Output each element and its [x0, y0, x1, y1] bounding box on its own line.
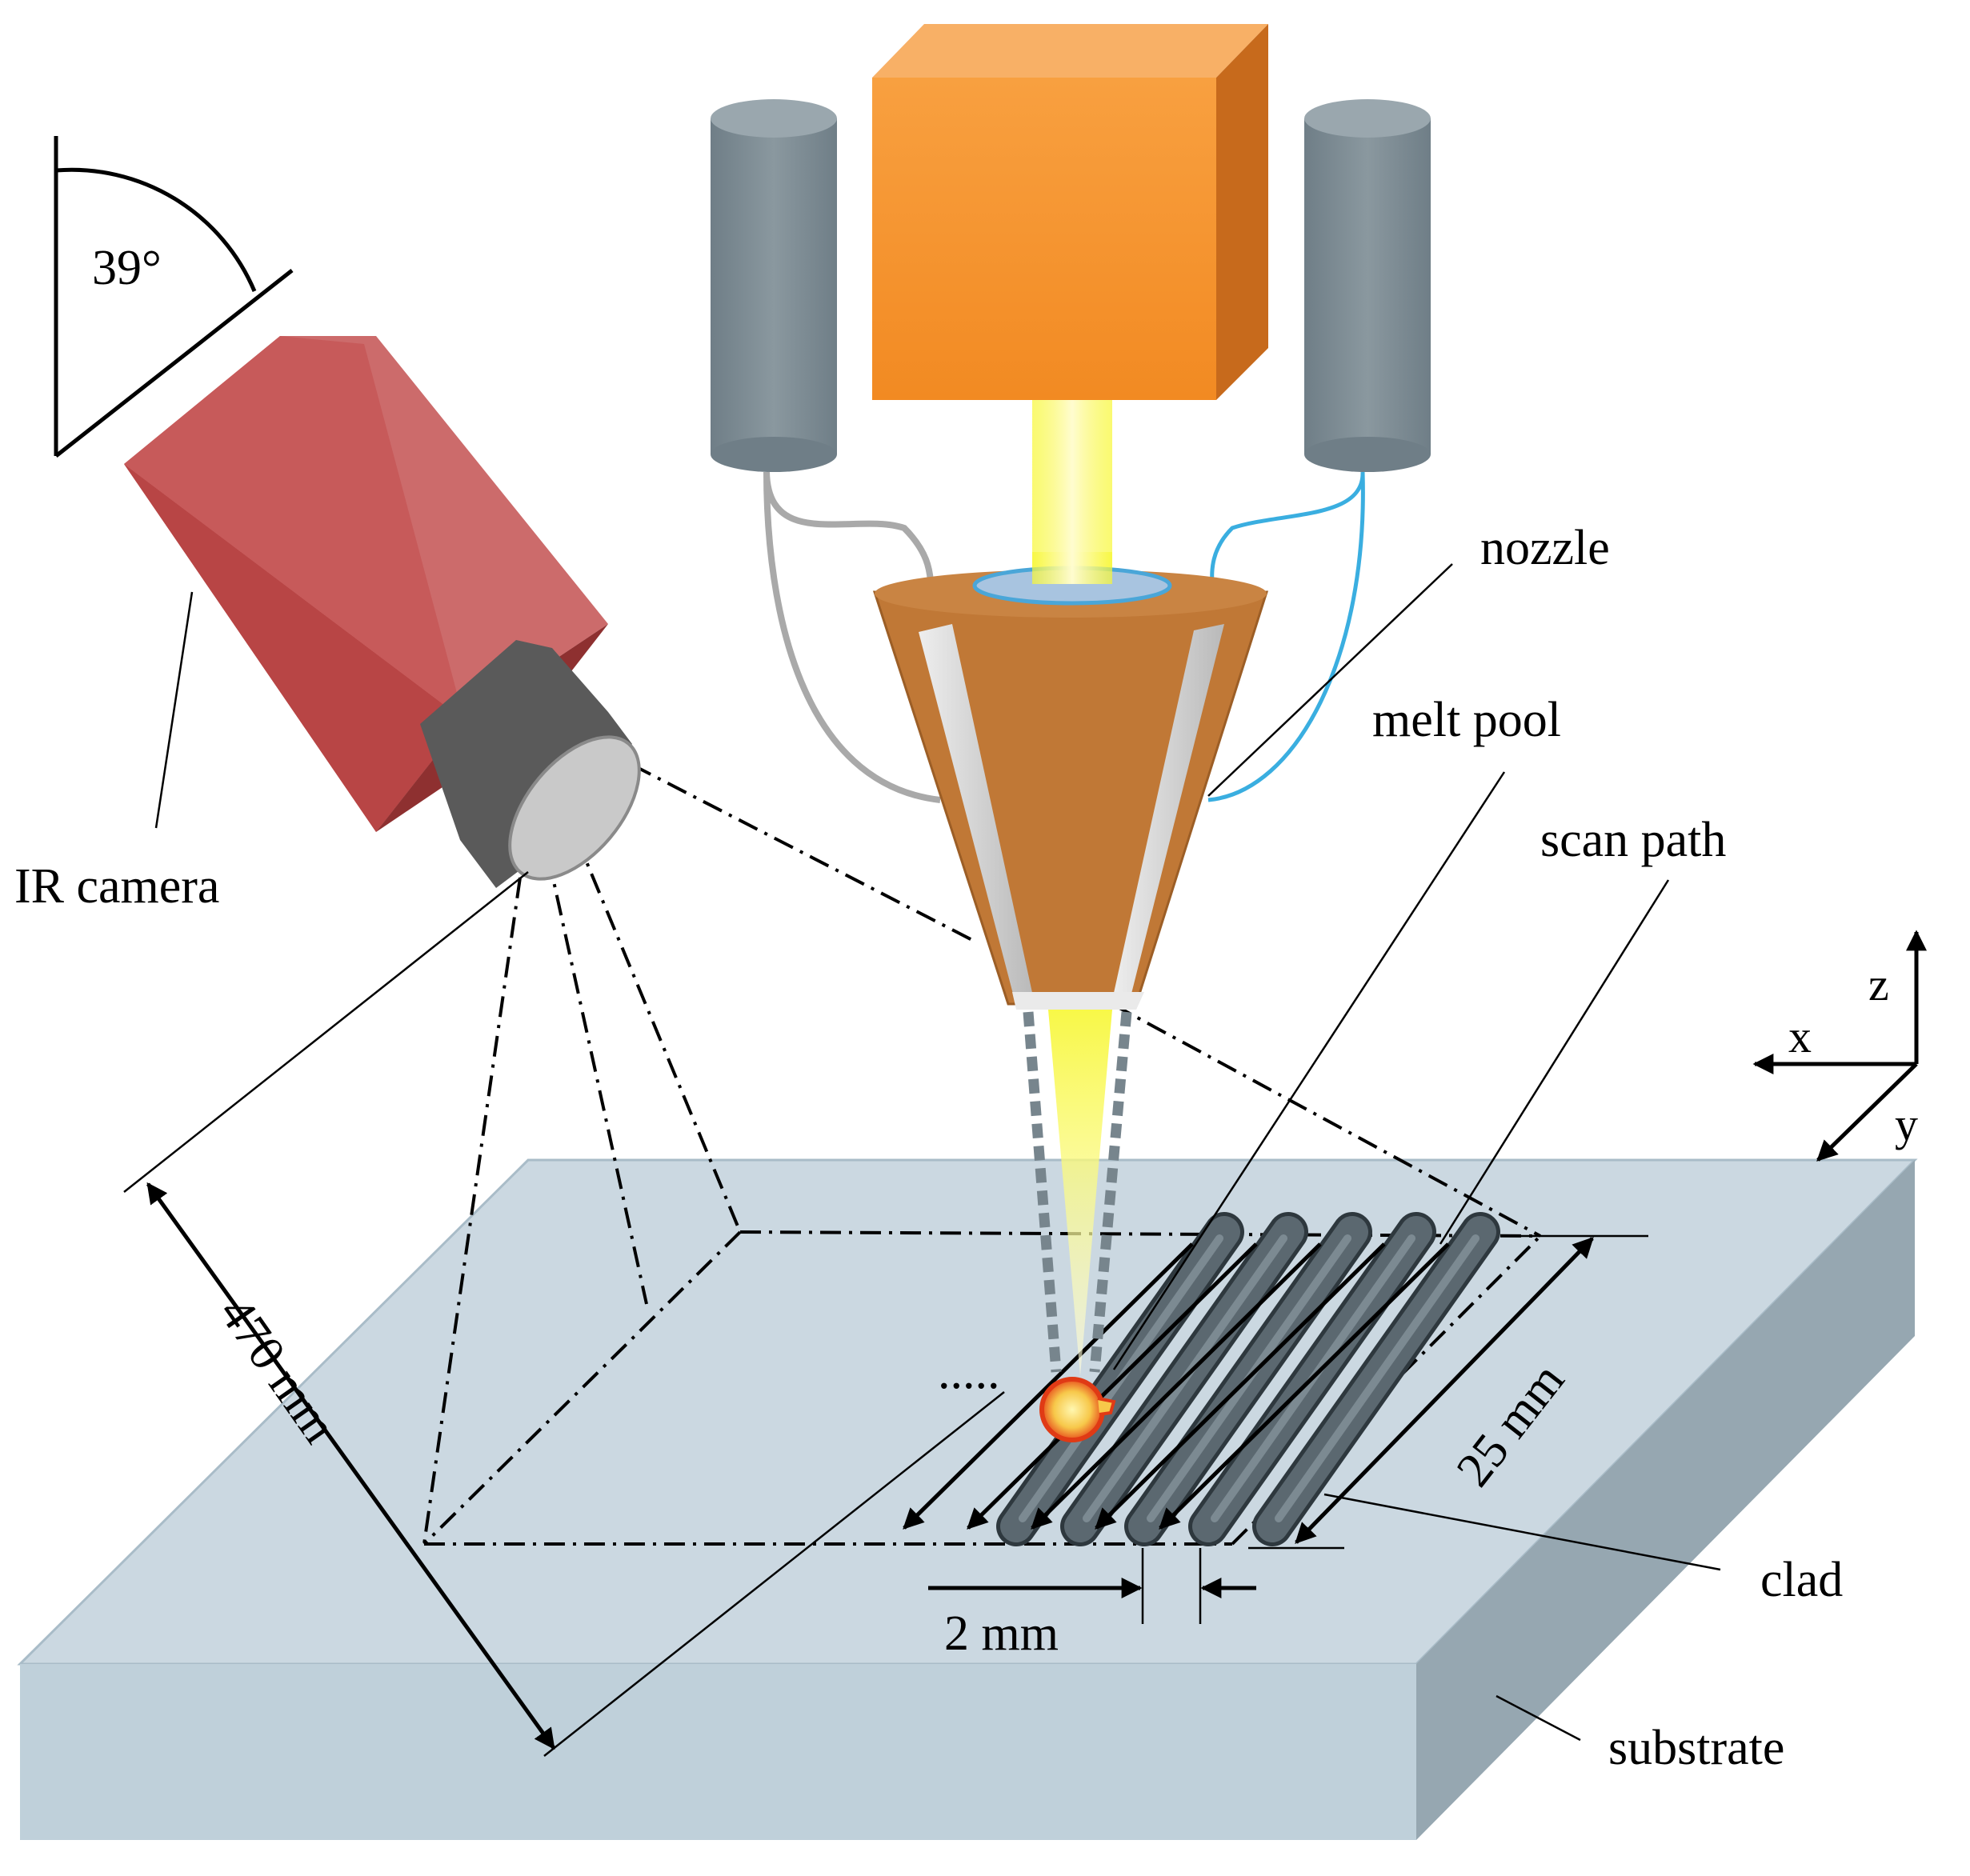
coordinate-axes	[1752, 930, 1927, 1162]
axis-y-label: y	[1895, 1098, 1918, 1150]
scan-path-label: scan path	[1540, 813, 1726, 867]
melt-pool-label: melt pool	[1372, 693, 1561, 747]
substrate-front-face	[20, 1664, 1416, 1840]
laser-box-side	[1216, 24, 1268, 400]
angle-label: 39°	[92, 241, 162, 295]
more-tracks-ellipsis: .....	[938, 1345, 1000, 1399]
laser-box-top	[872, 24, 1268, 78]
camera-angle-indicator	[54, 136, 294, 458]
powder-feeder-left	[711, 99, 837, 472]
scan-path-arrow	[903, 1242, 1194, 1530]
powder-streams	[1023, 1011, 1132, 1373]
laser-source	[872, 24, 1268, 400]
leader-lines	[154, 563, 1721, 1742]
dimension-spacing-label: 2 mm	[944, 1606, 1059, 1661]
dimension-470mm	[123, 871, 1005, 1757]
feed-hose-left	[763, 471, 941, 803]
nozzle-label: nozzle	[1480, 521, 1610, 575]
dimension-2mm	[928, 1548, 1256, 1624]
ir-camera	[124, 336, 641, 888]
substrate-label: substrate	[1608, 1721, 1784, 1775]
camera-lens-barrel	[420, 640, 632, 888]
scan-path-arrow	[1031, 1242, 1322, 1530]
substrate-side-face	[1416, 1160, 1915, 1840]
feed-hose-right	[1207, 471, 1365, 802]
nozzle	[872, 552, 1269, 1010]
axis-x-label: x	[1788, 1010, 1812, 1062]
melt-pool	[1039, 1377, 1116, 1442]
clad-label: clad	[1760, 1553, 1843, 1607]
powder-feeder-right	[1304, 99, 1431, 472]
laser-box-front	[872, 78, 1216, 400]
ir-camera-label: IR camera	[14, 859, 219, 914]
scan-path-arrow	[967, 1242, 1258, 1530]
laser-beam-cone	[1048, 1010, 1112, 1376]
camera-lens-face	[508, 735, 641, 881]
dimension-25mm	[1248, 1234, 1648, 1550]
axis-z-label: z	[1868, 958, 1889, 1010]
